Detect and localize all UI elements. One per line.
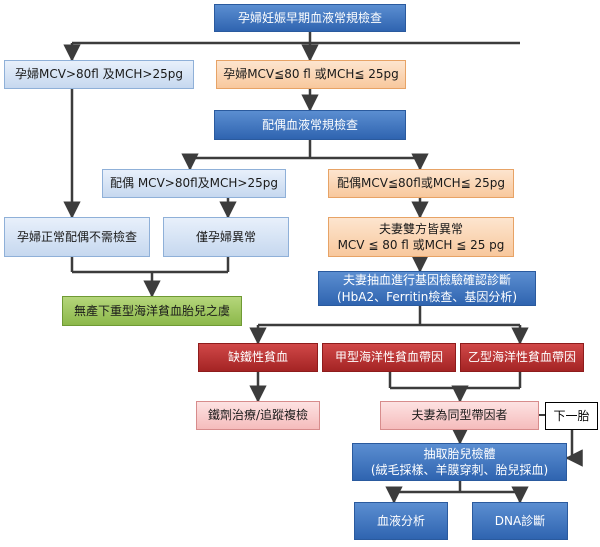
next-pregnancy: 下一胎 — [545, 402, 598, 430]
pregnant-abnormal-indices: 孕婦MCV≦80 fl 或MCH≦ 25pg — [216, 60, 406, 89]
pregnant-normal-spouse-no-test: 孕婦正常配偶不需檢查 — [4, 217, 150, 257]
beta-thalassemia-carrier: 乙型海洋性貧血帶因 — [460, 343, 584, 372]
spouse-abnormal-indices: 配偶MCV≦80fl或MCH≦ 25pg — [328, 169, 514, 198]
spouse-blood-routine-exam: 配偶血液常規檢查 — [214, 110, 406, 140]
pregnant-normal-indices: 孕婦MCV>80fl 及MCH>25pg — [4, 60, 194, 89]
only-pregnant-abnormal: 僅孕婦異常 — [163, 217, 289, 257]
dna-diagnosis: DNA診斷 — [472, 502, 568, 540]
blood-analysis: 血液分析 — [354, 502, 448, 540]
pregnant-blood-routine-exam: 孕婦妊娠早期血液常規檢查 — [214, 4, 406, 32]
spouse-normal-indices: 配偶 MCV>80fl及MCH>25pg — [102, 169, 286, 198]
fetal-sample-collection: 抽取胎兒檢體 (絨毛採樣、羊膜穿刺、胎兒採血) — [352, 443, 567, 481]
same-type-carriers: 夫妻為同型帶因者 — [380, 401, 539, 430]
iron-therapy-followup: 鐵劑治療/追蹤複檢 — [196, 401, 320, 430]
iron-deficiency-anemia: 缺鐵性貧血 — [198, 343, 318, 372]
both-spouses-abnormal: 夫妻雙方皆異常 MCV ≦ 80 fl 或MCH ≦ 25 pg — [328, 217, 514, 257]
alpha-thalassemia-carrier: 甲型海洋性貧血帶因 — [322, 343, 456, 372]
couple-genetic-testing: 夫妻抽血進行基因檢驗確認診斷 (HbA2、Ferritin檢查、基因分析) — [318, 271, 536, 306]
no-risk-severe-thalassemia: 無產下重型海洋貧血胎兒之虞 — [62, 296, 242, 326]
